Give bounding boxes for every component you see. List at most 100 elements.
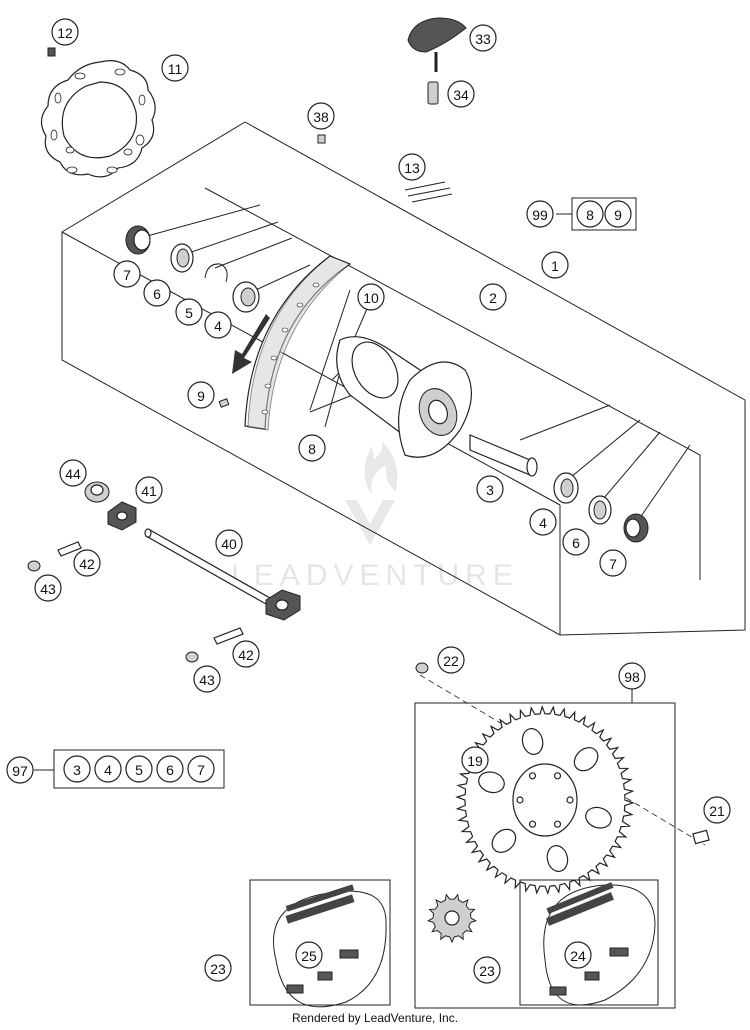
leadventure-watermark: LEADVENTURE (231, 441, 519, 592)
wheel-assembly-outline (61, 121, 746, 636)
callout-label: 13 (404, 160, 420, 176)
callout-label: 9 (197, 388, 205, 404)
right-bearing-4 (553, 472, 579, 504)
callout-p21: 21 (703, 796, 731, 824)
kit-member-kit97-4: 4 (94, 755, 122, 783)
watermark-text: LEADVENTURE (231, 559, 519, 592)
callout-circle (618, 662, 646, 690)
rim-lock-pad (407, 17, 467, 105)
callout-circle (175, 298, 203, 326)
callout-p98: 98 (618, 662, 646, 690)
callout-circle (541, 251, 569, 279)
adjuster-bolt-right (213, 627, 244, 645)
callout-circle (204, 954, 232, 982)
callout-label: 6 (166, 762, 174, 778)
callout-label: 21 (709, 803, 725, 819)
callout-label: 7 (123, 267, 131, 283)
callout-label: 23 (210, 961, 226, 977)
callout-p4b: 4 (529, 508, 557, 536)
callout-label: 12 (57, 25, 73, 41)
kit-99 (556, 197, 637, 231)
callout-label: 42 (238, 647, 254, 663)
callout-p43b: 43 (193, 665, 221, 693)
callout-p1: 1 (541, 251, 569, 279)
front-sprocket-hub (444, 910, 460, 926)
callout-p22: 22 (437, 646, 465, 674)
callout-p23a: 23 (204, 954, 232, 982)
callout-circle (73, 549, 101, 577)
callout-circle (476, 475, 504, 503)
callout-label: 3 (486, 482, 494, 498)
kit-member-kit99-8: 8 (576, 200, 604, 228)
adjuster-nut-left (27, 560, 41, 572)
callout-label: 8 (586, 207, 594, 223)
callout-circle (156, 755, 184, 783)
callout-p24: 24 (564, 941, 592, 969)
callout-label: 43 (199, 672, 215, 688)
chain-kit-left (249, 879, 391, 1008)
callout-p3: 3 (476, 475, 504, 503)
brake-disc (40, 60, 156, 178)
callout-p19: 19 (461, 746, 489, 774)
callout-circle (135, 476, 163, 504)
callout-circle (604, 200, 632, 228)
kit-member-kit99-9: 9 (604, 200, 632, 228)
callout-circle (125, 755, 153, 783)
hub (309, 289, 473, 458)
adjuster-nut-right (185, 651, 199, 663)
front-sprocket (426, 893, 478, 944)
callout-circle (562, 528, 590, 556)
callout-label: 19 (467, 753, 483, 769)
sprocket-bolt-hole (528, 820, 537, 828)
rotation-arrow (232, 314, 270, 374)
disc-bolt (47, 47, 56, 57)
sprocket-bolt-hole (528, 772, 537, 780)
callout-circle (599, 549, 627, 577)
callout-circle (204, 311, 232, 339)
axle-nut (84, 481, 110, 503)
callout-label: 7 (609, 556, 617, 572)
rim (244, 255, 352, 431)
callout-label: 10 (363, 290, 379, 306)
sprocket-window (478, 771, 505, 794)
callout-kit99: 99 (526, 200, 554, 228)
callout-p40: 40 (215, 529, 243, 557)
sprocket-bolt-hole (516, 796, 524, 804)
callout-p42a: 42 (73, 549, 101, 577)
callout-label: 22 (443, 653, 459, 669)
callout-circle (6, 756, 34, 784)
callout-p7a: 7 (113, 260, 141, 288)
callout-p38: 38 (307, 102, 335, 130)
callout-label: 3 (73, 762, 81, 778)
callout-circle (187, 755, 215, 783)
callout-circle (143, 279, 171, 307)
callout-p8: 8 (298, 434, 326, 462)
hub-spacer (469, 434, 538, 477)
callout-circle (295, 941, 323, 969)
sprocket-window (491, 828, 517, 853)
left-seal-7 (125, 225, 151, 255)
callout-label: 6 (153, 286, 161, 302)
callout-p43a: 43 (34, 574, 62, 602)
callout-label: 38 (313, 109, 329, 125)
callout-circle (437, 646, 465, 674)
callout-circle (529, 508, 557, 536)
adjuster-bolt-left (57, 541, 82, 557)
circlip-5 (204, 263, 228, 283)
callout-p6b: 6 (562, 528, 590, 556)
callout-circle (34, 574, 62, 602)
callout-p10: 10 (357, 283, 385, 311)
callout-circle (576, 200, 604, 228)
kit-97 (34, 749, 225, 789)
callout-label: 5 (135, 762, 143, 778)
callout-label: 98 (624, 669, 640, 685)
right-seal-7 (623, 513, 649, 543)
callout-circle (703, 796, 731, 824)
callout-circle (479, 283, 507, 311)
callout-p7b: 7 (599, 549, 627, 577)
callout-circle (59, 459, 87, 487)
chain-adjuster-left (107, 501, 137, 531)
callout-circle (447, 80, 475, 108)
callout-circle (461, 746, 489, 774)
callout-circle (307, 102, 335, 130)
